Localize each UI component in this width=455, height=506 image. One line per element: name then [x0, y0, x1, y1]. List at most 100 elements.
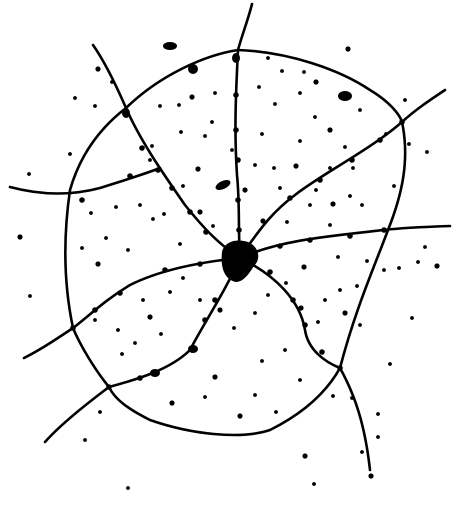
speckle	[73, 96, 77, 100]
speckle	[203, 395, 207, 399]
line-bead	[70, 325, 76, 331]
speckle	[179, 130, 183, 134]
speckle	[273, 102, 277, 106]
blob	[338, 91, 352, 101]
speckle	[266, 56, 270, 60]
speckle	[133, 341, 137, 345]
speckle	[120, 352, 124, 356]
speckle	[343, 145, 347, 149]
speckle	[89, 211, 93, 215]
speckle	[260, 359, 264, 363]
speckle	[392, 184, 396, 188]
speckle	[68, 152, 72, 156]
line-bead	[187, 209, 193, 215]
speckle	[93, 104, 97, 108]
line-bead	[79, 197, 85, 203]
speckle	[212, 374, 217, 379]
branch-bottom-left	[45, 387, 109, 442]
speckle	[138, 203, 142, 207]
speckle	[308, 203, 312, 207]
line-bead	[117, 290, 123, 296]
speckle	[181, 184, 185, 188]
speckle	[365, 259, 369, 263]
speckle	[330, 201, 335, 206]
speckle	[195, 166, 200, 171]
speckle	[302, 70, 306, 74]
line-bead	[287, 195, 293, 201]
branch-top-left	[93, 45, 126, 108]
blob	[188, 64, 198, 74]
speckle	[278, 186, 282, 190]
speckle	[376, 412, 380, 416]
speckle	[434, 263, 439, 268]
speckle	[198, 298, 202, 302]
speckle	[313, 115, 317, 119]
speckle	[178, 242, 182, 246]
line-bead	[290, 297, 296, 303]
line-bead	[162, 267, 168, 273]
spoke-right	[240, 230, 384, 258]
line-bead	[307, 237, 313, 243]
spoke-lower	[109, 258, 240, 387]
speckle	[350, 396, 354, 400]
speckle	[298, 378, 302, 382]
speckle	[348, 194, 352, 198]
speckle	[358, 108, 362, 112]
speckle	[95, 261, 100, 266]
speckle	[298, 139, 302, 143]
speckle	[351, 166, 355, 170]
speckle	[313, 79, 318, 84]
speckle	[159, 332, 163, 336]
line-bead	[106, 384, 112, 390]
line-bead	[203, 229, 209, 235]
speckle	[126, 486, 130, 490]
line-bead	[317, 177, 323, 183]
branch-top	[238, 4, 252, 50]
speckle	[314, 188, 318, 192]
line-bead	[139, 145, 145, 151]
line-bead	[202, 317, 208, 323]
speckle	[253, 163, 257, 167]
speckle	[253, 311, 257, 315]
speckle	[28, 294, 32, 298]
speckle	[338, 288, 342, 292]
speckle	[397, 266, 401, 270]
speckle	[151, 217, 155, 221]
speckle	[336, 255, 340, 259]
speckle	[260, 132, 264, 136]
line-bead	[349, 157, 355, 163]
speckle	[114, 205, 118, 209]
speckle	[181, 276, 185, 280]
speckle	[126, 248, 130, 252]
speckle	[260, 218, 265, 223]
speckle	[407, 142, 411, 146]
speckle	[342, 310, 347, 315]
speckle	[17, 234, 22, 239]
branch-top-right	[402, 90, 445, 122]
speckle	[376, 435, 380, 439]
speckle	[298, 305, 303, 310]
speckle	[410, 316, 414, 320]
speckle	[403, 98, 407, 102]
central-node	[222, 240, 259, 282]
speckle	[384, 132, 388, 136]
line-bead	[399, 119, 405, 125]
blob	[188, 345, 198, 353]
speckle	[316, 320, 320, 324]
speckle	[423, 245, 427, 249]
speckle	[168, 290, 172, 294]
speckle	[27, 172, 31, 176]
speckle	[230, 148, 234, 152]
speckle	[242, 187, 247, 192]
blob	[150, 369, 160, 377]
speckle	[189, 94, 194, 99]
line-bead	[137, 375, 143, 381]
speckle	[217, 307, 222, 312]
speckle	[232, 326, 236, 330]
line-bead	[319, 349, 325, 355]
speckle	[285, 220, 289, 224]
speckle	[274, 410, 278, 414]
speckle	[158, 104, 162, 108]
speckle	[237, 413, 242, 418]
